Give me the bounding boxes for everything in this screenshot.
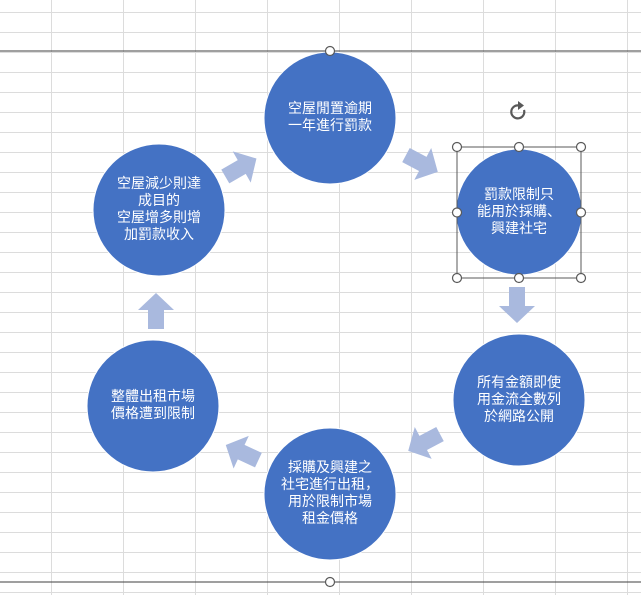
arrow-2-to-3-shape	[499, 287, 535, 323]
selection-handle-top-right[interactable]	[575, 141, 587, 153]
arrow-5-to-6[interactable]	[138, 293, 174, 329]
selection-handle-middle-left[interactable]	[451, 207, 463, 218]
selection-handle-bottom-center[interactable]	[513, 272, 525, 284]
node-fine-use[interactable]	[455, 148, 583, 276]
arrow-6-to-1-shape	[221, 151, 257, 184]
arrow-4-to-5-shape	[225, 435, 262, 469]
arrow-2-to-3[interactable]	[499, 287, 535, 323]
selection-handle-top-center[interactable]	[513, 141, 525, 153]
arrow-1-to-2-shape	[402, 147, 438, 180]
arrow-4-to-5[interactable]	[218, 429, 266, 477]
container-handle-bottom[interactable]	[324, 576, 336, 588]
arrow-3-to-4-shape	[408, 426, 444, 459]
node-market-limit[interactable]	[86, 339, 220, 473]
rotate-handle-icon[interactable]	[510, 101, 526, 120]
selection-handle-bottom-right[interactable]	[575, 272, 587, 284]
selection-handle-top-left[interactable]	[451, 141, 463, 153]
node-rental[interactable]	[263, 427, 397, 561]
arrow-1-to-2[interactable]	[398, 139, 447, 188]
selection-handle-middle-right[interactable]	[575, 207, 587, 218]
selection-handle-bottom-left[interactable]	[451, 272, 463, 284]
node-goal[interactable]	[92, 143, 226, 277]
arrow-6-to-1[interactable]	[216, 143, 265, 192]
arrow-5-to-6-shape	[138, 293, 174, 329]
node-penalty[interactable]	[263, 51, 397, 185]
container-handle-top[interactable]	[324, 45, 336, 57]
arrow-3-to-4[interactable]	[400, 418, 449, 467]
node-public-disclosure[interactable]	[452, 333, 586, 467]
